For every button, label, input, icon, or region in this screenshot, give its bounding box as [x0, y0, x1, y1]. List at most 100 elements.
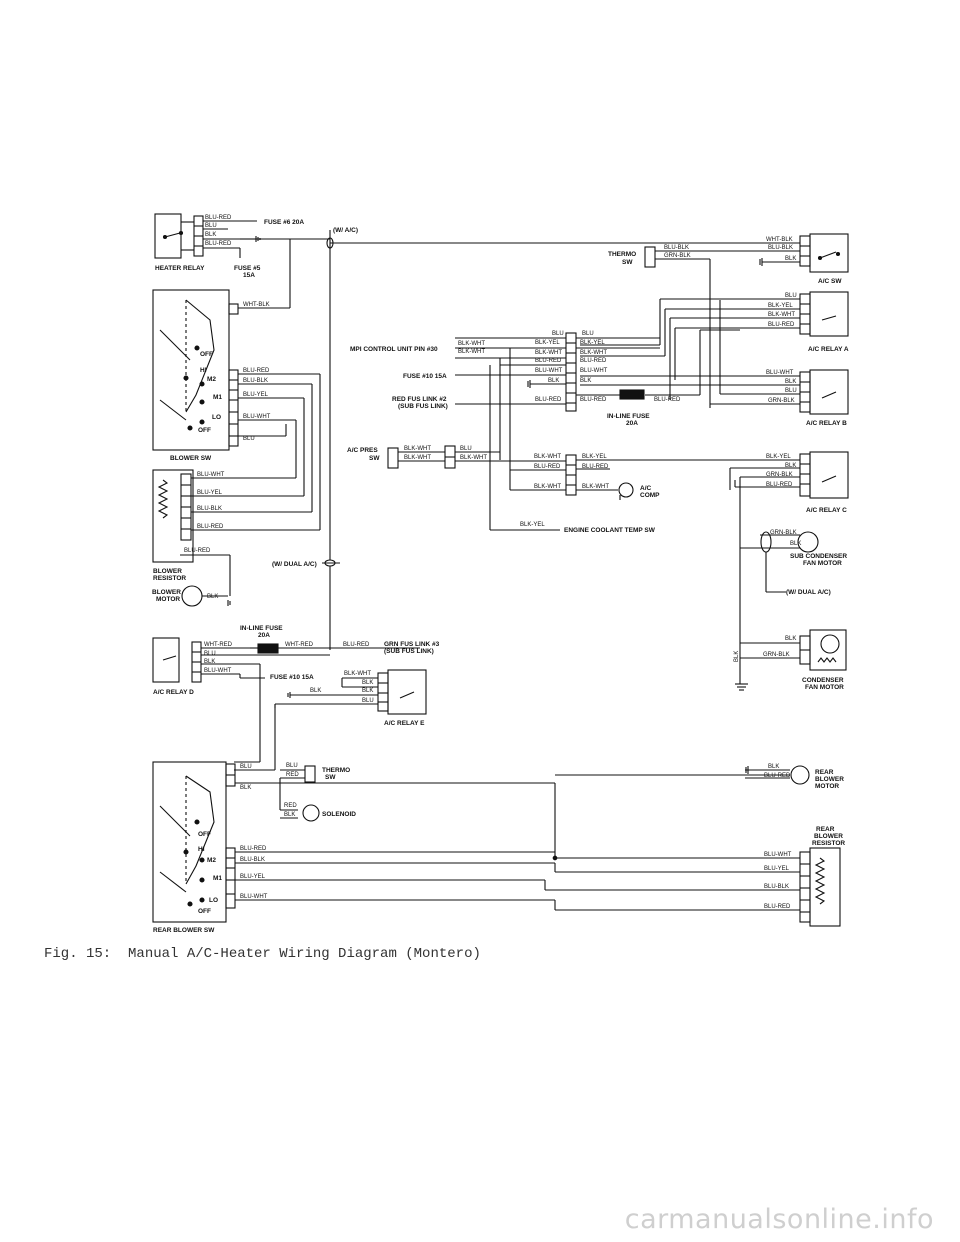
w-rd-wht-red: WHT-RED — [204, 642, 233, 648]
w-pres-blk-wht: BLK-WHT — [404, 446, 431, 452]
ac-pres-sw-box — [387, 447, 399, 469]
w-br-blu-red2: BLU-RED — [184, 548, 211, 554]
w-sol-red: RED — [284, 803, 297, 809]
w-blk-blk-yel: BLK-YEL — [535, 340, 560, 346]
fuse10-label: FUSE #10 15A — [403, 373, 447, 380]
w-rc-grn-blk: GRN-BLK — [766, 472, 793, 478]
w-rd-blu-wht: BLU-WHT — [204, 668, 232, 674]
rear-blower-motor-label3: MOTOR — [815, 783, 839, 790]
w-rc-blk-yel: BLK-YEL — [766, 454, 791, 460]
w-heater-blk: BLK — [205, 232, 216, 238]
rbsw-m2: M2 — [207, 857, 216, 864]
w-ts-blu: BLU — [286, 763, 298, 769]
sub-fus-link2-label: (SUB FUS LINK) — [384, 648, 434, 655]
w-bsw-blu: BLU — [243, 436, 255, 442]
w-rb-blu: BLU — [785, 388, 797, 394]
blower-sw-label: BLOWER SW — [170, 455, 212, 462]
w-pres-blk-wht2: BLK-WHT — [404, 455, 431, 461]
w-ra-blu-red: BLU-RED — [768, 322, 795, 328]
ac-sw-box — [809, 233, 849, 273]
sub-fus-link-label: (SUB FUS LINK) — [398, 403, 448, 410]
w-c-blk-wht2: BLK-WHT — [534, 484, 561, 490]
w-rb-blu-wht: BLU-WHT — [766, 370, 794, 376]
w-acsw-wht-blk: WHT-BLK — [766, 237, 793, 243]
rbsw-off: OFF — [198, 831, 211, 838]
w-blk-blu-red2: BLU-RED — [535, 397, 562, 403]
rbsw-m1: M1 — [213, 875, 222, 882]
sub-condenser-label2: FAN MOTOR — [803, 560, 842, 567]
bsw-off2: OFF — [198, 427, 211, 434]
w-blk-blu: BLU — [552, 331, 564, 337]
blower-motor-symbol — [181, 585, 203, 607]
w-br-blu-blk: BLU-BLK — [197, 506, 222, 512]
ac-relay-a-box — [809, 291, 849, 337]
bsw-lo: LO — [212, 414, 221, 421]
blower-resistor-label2: RESISTOR — [153, 575, 186, 582]
w-blkr-blk-yel: BLK-YEL — [580, 340, 605, 346]
w-bsw-blu-wht: BLU-WHT — [243, 414, 271, 420]
solenoid-label: SOLENOID — [322, 811, 356, 818]
w-blkr-blu: BLU — [582, 331, 594, 337]
w-acsw-blu-blk: BLU-BLK — [768, 245, 793, 251]
red-fus-link-label: RED FUS LINK #2 — [392, 396, 447, 403]
w-blk-blk: BLK — [548, 378, 559, 384]
thermo-sw-label2: SW — [622, 259, 633, 266]
rbsw-hi: HI — [198, 846, 205, 853]
w-rbs-blu: BLU — [240, 764, 252, 770]
ac-comp-symbol — [618, 482, 634, 498]
rear-blower-sw-box — [152, 761, 227, 923]
rbsw-lo: LO — [209, 897, 218, 904]
fuse10-b-label: FUSE #10 15A — [270, 674, 314, 681]
bsw-m1: M1 — [213, 394, 222, 401]
engine-coolant-label: ENGINE COOLANT TEMP SW — [564, 527, 656, 534]
thermo-sw-label: THERMO — [608, 251, 636, 258]
thermo-sw-box — [644, 246, 656, 268]
w-sol-blk: BLK — [284, 812, 295, 818]
ac-relay-a-label: A/C RELAY A — [808, 346, 849, 353]
w-mpi-blk-wht: BLK-WHT — [458, 341, 485, 347]
w-rbr-blu-wht: BLU-WHT — [764, 852, 792, 858]
w-heater-blu: BLU — [205, 223, 217, 229]
w-mpi-blk-wht2: BLK-WHT — [458, 349, 485, 355]
w-bsw-blu-blk: BLU-BLK — [243, 378, 268, 384]
w-rbs-blu-red: BLU-RED — [240, 846, 267, 852]
mpi-label: MPI CONTROL UNIT PIN #30 — [350, 346, 438, 353]
w-rbm-blk: BLK — [768, 764, 779, 770]
blower-motor-label2: MOTOR — [156, 596, 180, 603]
w-ac-label: (W/ A/C) — [333, 227, 358, 234]
figure-caption: Fig. 15: Manual A/C-Heater Wiring Diagra… — [44, 946, 481, 962]
sub-condenser-label: SUB CONDENSER — [790, 553, 847, 560]
condenser-fan-label: CONDENSER — [802, 677, 844, 684]
condenser-fan-label2: FAN MOTOR — [805, 684, 844, 691]
blower-resistor-box — [152, 469, 194, 563]
w-rd-blk: BLK — [204, 659, 215, 665]
w-thermo-blu-blk: BLU-BLK — [664, 245, 689, 251]
w-thermo-grn-blk: GRN-BLK — [664, 253, 691, 259]
ac-sw-label: A/C SW — [818, 278, 842, 285]
thermo-sw-lower — [304, 765, 316, 783]
inline-fuse-b-rating: 20A — [258, 632, 270, 639]
condenser-fan-box — [809, 629, 847, 671]
w-re-blk3: BLK — [362, 688, 373, 694]
ac-comp-label: A/C — [640, 485, 652, 492]
w-blkr-blu-wht: BLU-WHT — [580, 368, 608, 374]
connector-block — [565, 332, 577, 412]
ac-relay-b-label: A/C RELAY B — [806, 420, 847, 427]
ac-sw-pins — [799, 235, 811, 267]
w-rbr-blu-blk: BLU-BLK — [764, 884, 789, 890]
w-sub-blk: BLK — [790, 541, 801, 547]
w-blk-blu-red: BLU-RED — [535, 358, 562, 364]
w-rb-blk: BLK — [785, 379, 796, 385]
w-cf-blk: BLK — [785, 636, 796, 642]
w-rbr-blu-yel: BLU-YEL — [764, 866, 790, 872]
w-dual-ac-right: (W/ DUAL A/C) — [786, 589, 831, 596]
w-blkr-blu-red2: BLU-RED — [580, 397, 607, 403]
blower-resistor-label: BLOWER — [153, 568, 182, 575]
w-rbs-blk: BLK — [240, 785, 251, 791]
w-blk-blu-wht: BLU-WHT — [535, 368, 563, 374]
w-blk-blk-wht: BLK-WHT — [535, 350, 562, 356]
w-heater-blu-red: BLU-RED — [205, 215, 232, 221]
inline-fuse-b-label: IN-LINE FUSE — [240, 625, 283, 632]
fuse5-rating: 15A — [243, 272, 255, 279]
w-br-blu-yel: BLU-YEL — [197, 490, 223, 496]
